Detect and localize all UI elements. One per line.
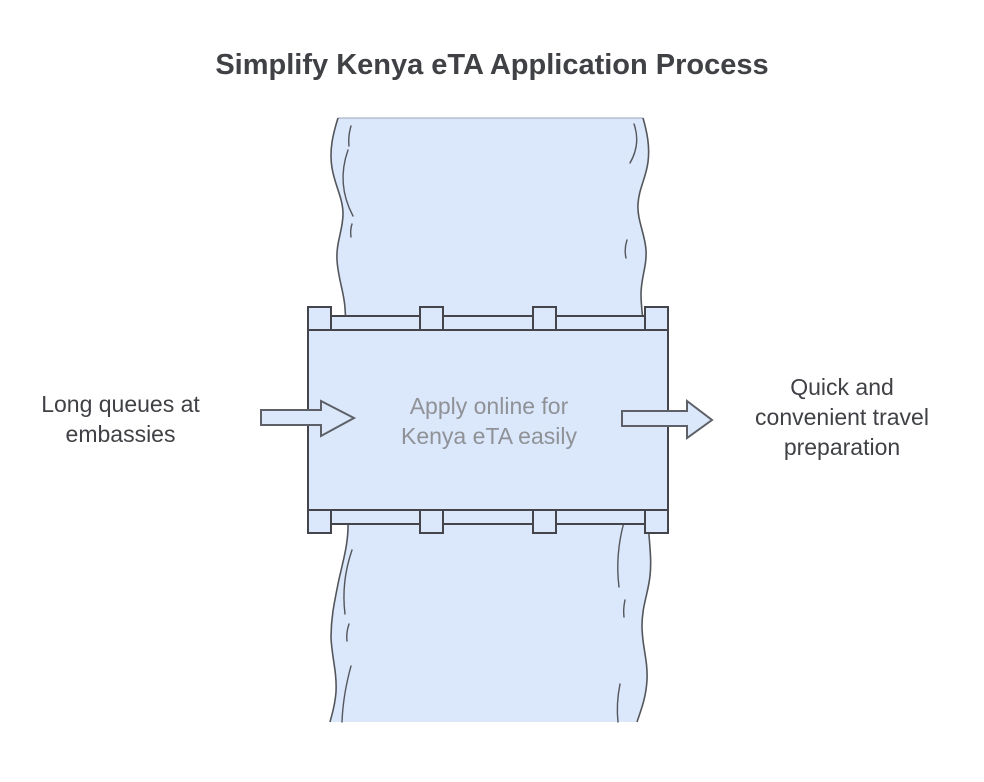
right-arrow-icon [621, 398, 714, 440]
left-arrow-icon [260, 399, 357, 438]
river-right-bank-lower [636, 519, 652, 723]
water-flow-lines [341, 123, 638, 723]
railing-post [419, 306, 444, 331]
railing-post [307, 306, 332, 331]
top-rail-bar [307, 315, 669, 331]
solution-label: Apply online for Kenya eTA easily [400, 393, 577, 449]
river-left-bank [330, 117, 348, 346]
railing-post [532, 509, 557, 534]
railing-post [644, 509, 669, 534]
bridge-icon [307, 306, 669, 534]
railing-post [419, 509, 444, 534]
diagram-title: Simplify Kenya eTA Application Process [215, 49, 769, 81]
river-right-bank [637, 117, 650, 341]
problem-label: Long queues at embassies [41, 391, 200, 447]
river-left-bank-lower [329, 519, 349, 723]
bottom-rail-bar [307, 509, 669, 525]
outcome-label: Quick and convenient travel preparation [755, 374, 929, 460]
railing-post [307, 509, 332, 534]
bridge-deck [307, 329, 669, 511]
railing-post [532, 306, 557, 331]
railing-post [644, 306, 669, 331]
